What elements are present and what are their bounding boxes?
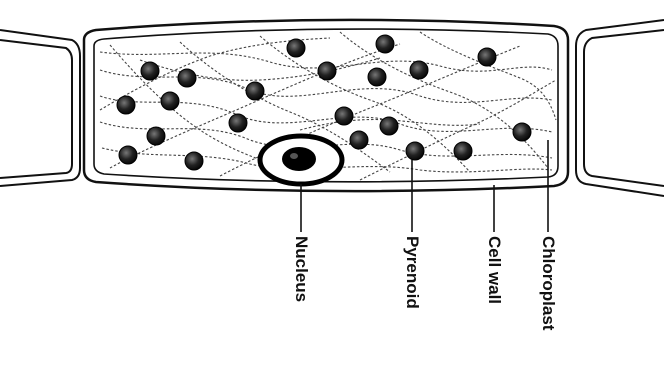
pyrenoid: [335, 107, 353, 125]
nucleus: [260, 136, 342, 184]
cell-wall-label: Cell wall: [485, 236, 504, 304]
pyrenoid: [287, 39, 305, 57]
pyrenoid: [318, 62, 336, 80]
pyrenoid: [368, 68, 386, 86]
pyrenoid: [380, 117, 398, 135]
pyrenoid: [376, 35, 394, 53]
pyrenoid: [119, 146, 137, 164]
pyrenoid: [513, 123, 531, 141]
pyrenoid: [410, 61, 428, 79]
pyrenoid-label: Pyrenoid: [403, 236, 422, 309]
pyrenoid: [141, 62, 159, 80]
right-neighbour-cell: [576, 20, 664, 196]
pyrenoid: [406, 142, 424, 160]
pyrenoid: [178, 69, 196, 87]
pyrenoid: [478, 48, 496, 66]
pyrenoid: [147, 127, 165, 145]
pyrenoid: [246, 82, 264, 100]
pyrenoid: [117, 96, 135, 114]
pyrenoid: [161, 92, 179, 110]
pyrenoid: [350, 131, 368, 149]
nucleus-label: Nucleus: [292, 236, 311, 302]
chloroplast-label: Chloroplast: [539, 236, 558, 331]
pyrenoid: [454, 142, 472, 160]
left-neighbour-cell: [0, 30, 80, 186]
pyrenoid: [185, 152, 203, 170]
pyrenoid: [229, 114, 247, 132]
